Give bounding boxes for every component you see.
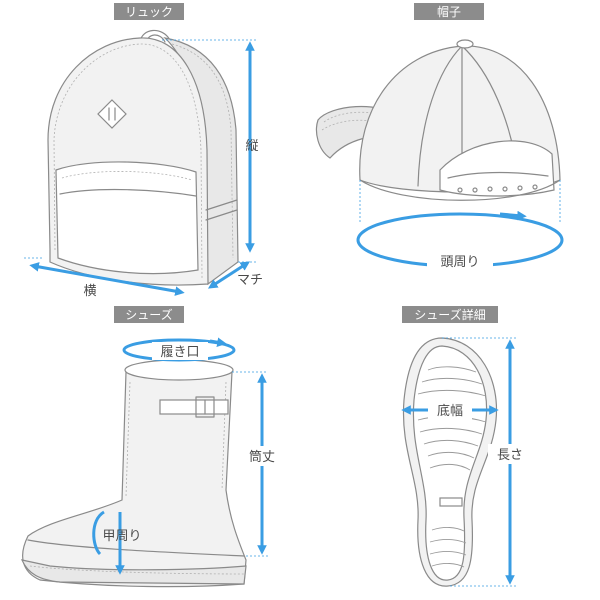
gusset-arrow — [207, 261, 251, 289]
shaft-label: 筒丈 — [249, 449, 275, 465]
boot-illustration — [20, 359, 247, 588]
head-circumference-label: 頭周り — [440, 255, 479, 270]
opening-label: 履き口 — [160, 345, 199, 360]
backpack-dimensions: 縦 横 マチ — [24, 39, 263, 299]
sole-width-label: 底幅 — [437, 403, 463, 419]
width-label: 横 — [83, 284, 96, 299]
tag-backpack-text: リュック — [125, 5, 173, 19]
tread-pattern — [417, 366, 487, 568]
head-circumference-arrow — [499, 210, 527, 221]
height-label: 縦 — [245, 139, 258, 154]
width-arrow — [29, 262, 185, 296]
cap-illustration — [315, 39, 561, 201]
tag-shoes-detail: シューズ詳細 — [402, 306, 498, 323]
tag-cap-text: 帽子 — [437, 4, 461, 19]
cap-dimensions: 頭周り — [356, 180, 564, 272]
instep-curve — [92, 510, 105, 556]
tag-backpack: リュック — [114, 3, 184, 20]
sole-dimensions: 底幅 長さ — [401, 337, 532, 587]
boot-dimensions: 履き口 筒丈 甲周り — [92, 337, 286, 575]
opening-arrow — [209, 337, 227, 347]
tag-shoes: シューズ — [114, 306, 184, 323]
backpack-illustration — [47, 29, 239, 286]
length-label: 長さ — [497, 448, 523, 463]
tag-cap: 帽子 — [414, 3, 484, 20]
instep-label: 甲周り — [102, 529, 141, 544]
tag-shoes-detail-text: シューズ詳細 — [414, 307, 485, 322]
gusset-label: マチ — [237, 273, 263, 288]
sole-illustration — [402, 337, 498, 587]
tag-shoes-text: シューズ — [125, 307, 172, 322]
